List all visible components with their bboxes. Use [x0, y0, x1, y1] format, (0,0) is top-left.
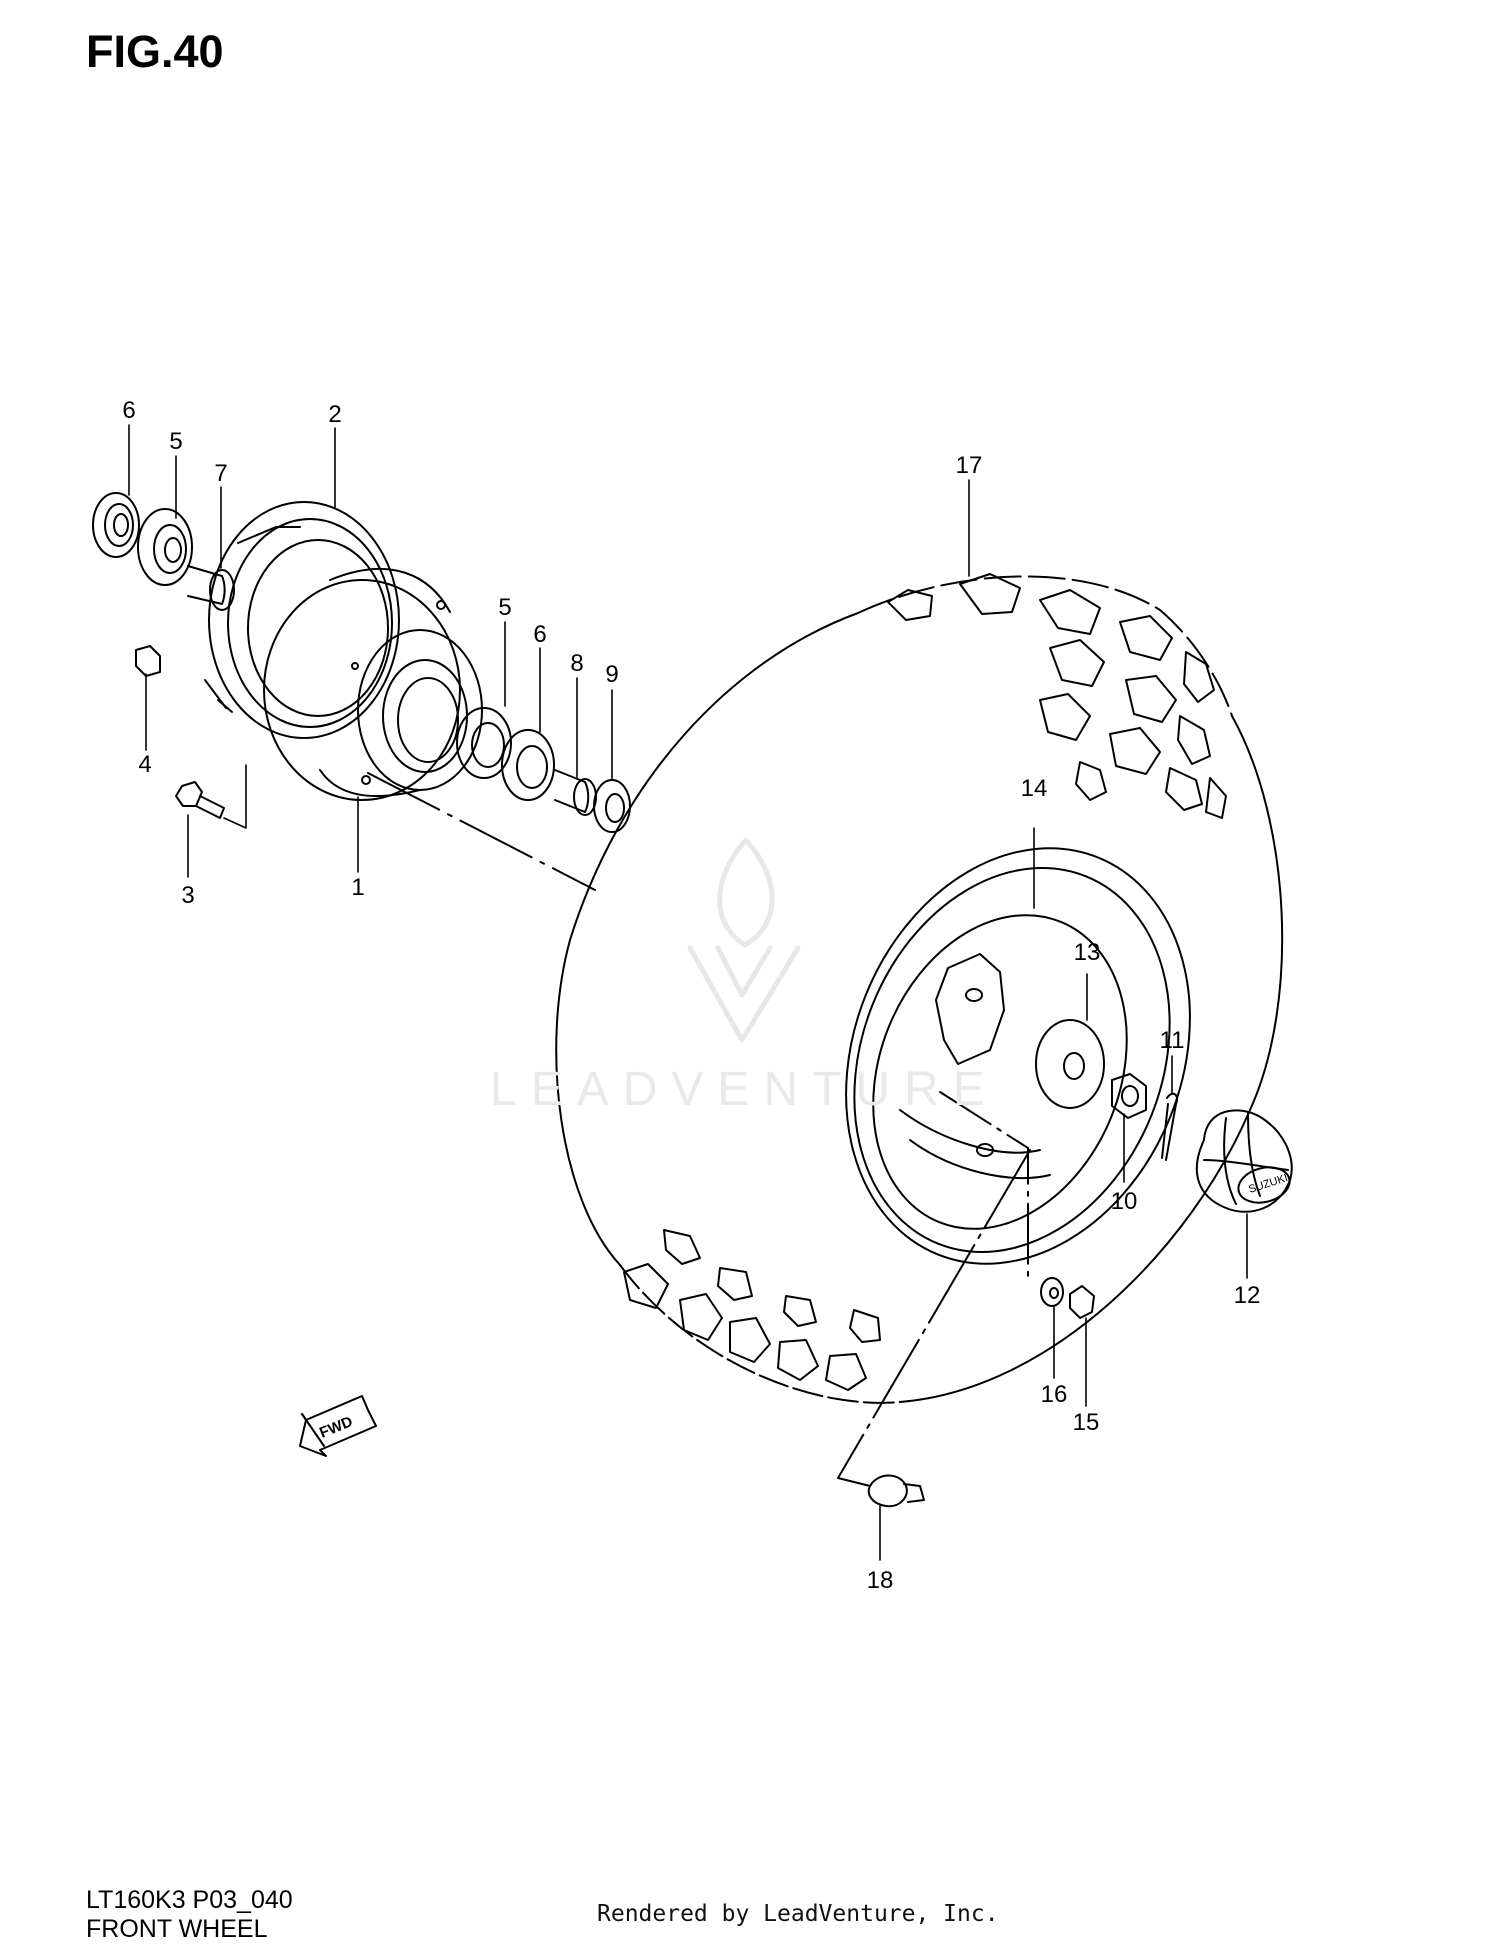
callout-14: 14	[1021, 775, 1048, 802]
bearing-5-lower	[456, 707, 512, 779]
castle-nut-10	[1111, 1073, 1147, 1119]
hub-cap-12	[1195, 1109, 1293, 1213]
spacer-7	[187, 565, 235, 611]
spacer-8	[554, 769, 597, 816]
leader-lines	[128, 424, 1248, 1561]
callout-11: 11	[1160, 1027, 1185, 1054]
rim-14	[845, 847, 1191, 1265]
nut-6-lower	[501, 729, 555, 801]
valve-18	[867, 1474, 925, 1508]
tire-17	[555, 573, 1284, 1404]
render-credit: Rendered by LeadVenture, Inc.	[597, 1901, 999, 1927]
hub-nut-4	[135, 645, 161, 677]
callout-1: 1	[351, 874, 364, 901]
watermark-text: LEADVENTURE	[490, 1063, 999, 1116]
wheel-hub-1	[263, 567, 483, 801]
fwd-direction-arrow	[299, 1395, 377, 1457]
callout-8: 8	[570, 650, 583, 677]
callout-10: 10	[1111, 1188, 1138, 1215]
hub-axis-line	[367, 772, 596, 891]
callout-7: 7	[214, 460, 227, 487]
washer-13	[1035, 1019, 1105, 1109]
callout-13: 13	[1074, 939, 1101, 966]
watermark-logo	[687, 837, 801, 1043]
callout-3: 3	[181, 882, 194, 909]
bolt-3	[175, 781, 225, 819]
figure-caption: FRONT WHEEL	[86, 1915, 268, 1943]
nut-15	[1069, 1285, 1095, 1319]
callout-6-lower: 6	[533, 621, 546, 648]
callout-5-upper: 5	[169, 428, 182, 455]
callout-2: 2	[328, 401, 341, 428]
callout-6-upper: 6	[122, 397, 135, 424]
washer-9	[593, 779, 631, 833]
callout-5-lower: 5	[498, 594, 511, 621]
figure-title: FIG.40	[86, 26, 224, 77]
nut-6-upper	[92, 492, 140, 558]
callout-16: 16	[1041, 1381, 1068, 1408]
stud-line	[939, 1091, 1029, 1281]
washer-16	[1040, 1277, 1064, 1307]
callout-17: 17	[956, 452, 983, 479]
cotter-pin-11	[1161, 1092, 1178, 1161]
callout-18: 18	[867, 1567, 894, 1594]
callout-numbers: 6 5 2 7 4 3 1 5 6 8 9 17 14 13 11 10 12 …	[122, 397, 1260, 1594]
callout-4: 4	[138, 751, 151, 778]
callout-12: 12	[1234, 1282, 1261, 1309]
callout-15: 15	[1073, 1409, 1100, 1436]
callout-9: 9	[605, 661, 618, 688]
brake-drum-2	[204, 501, 400, 739]
bearing-5-upper	[137, 508, 193, 586]
model-code: LT160K3 P03_040	[86, 1886, 293, 1914]
valve-line	[837, 1149, 1031, 1487]
